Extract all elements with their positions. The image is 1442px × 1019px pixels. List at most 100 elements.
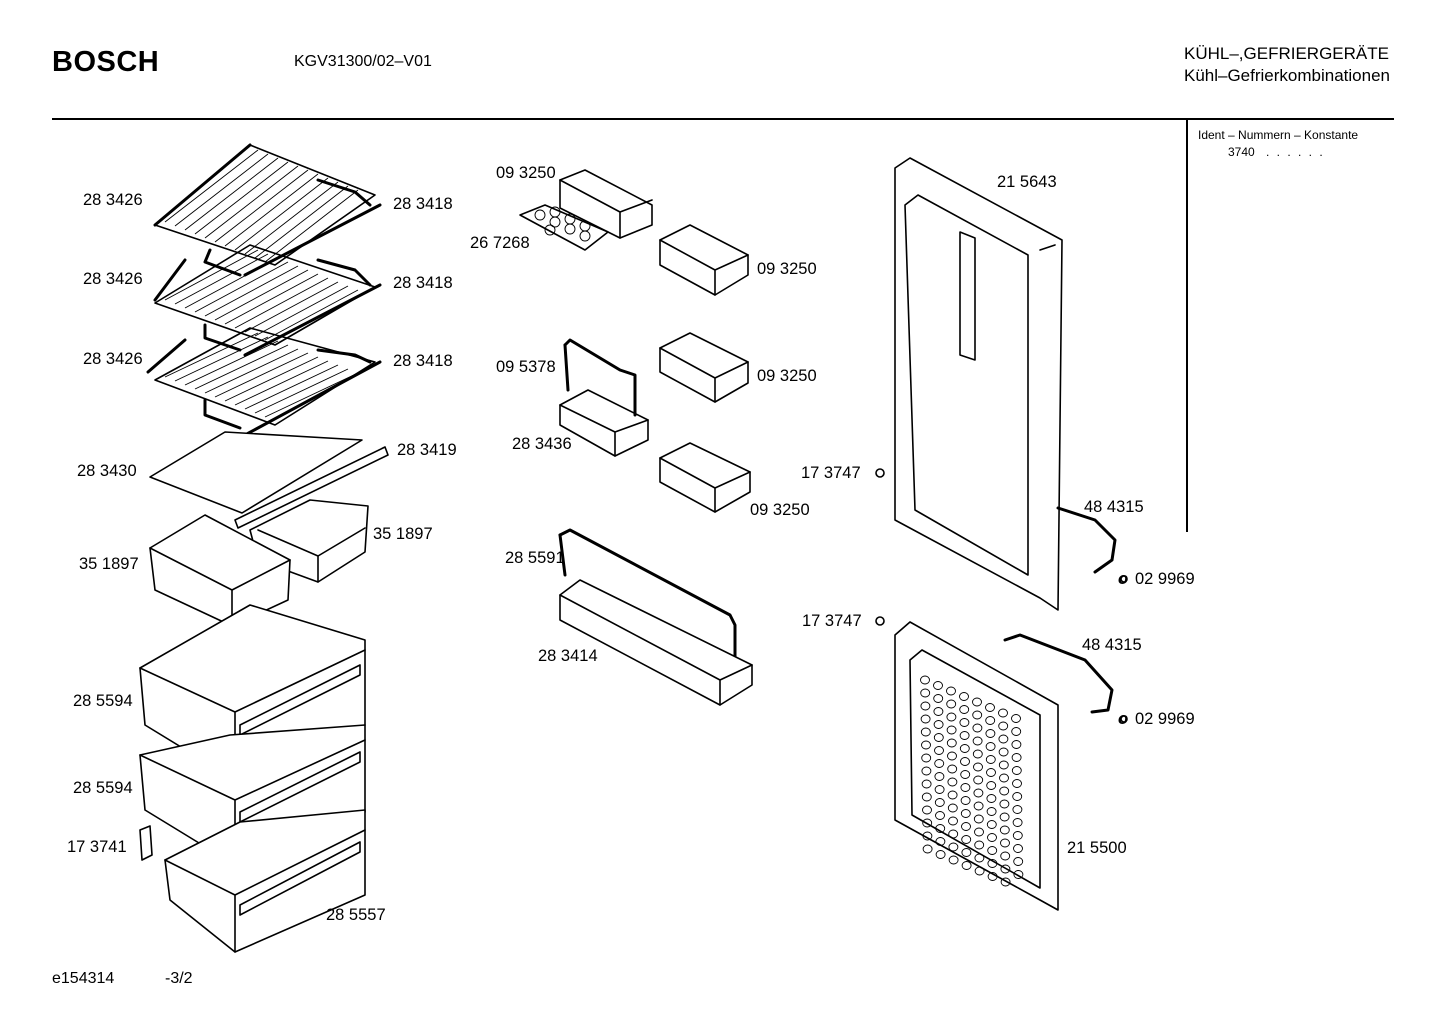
grid-cell — [999, 786, 1010, 796]
part-label: 28 3436 — [512, 435, 572, 453]
part-label: 28 3426 — [83, 350, 143, 368]
wire-shelf-1 — [153, 143, 382, 277]
grid-cell — [1012, 831, 1023, 840]
part-label: 17 3747 — [802, 612, 862, 630]
grid-cell — [959, 705, 970, 714]
part-label: 48 4315 — [1082, 636, 1142, 654]
grid-cell — [974, 866, 985, 876]
grid-cell — [934, 798, 945, 807]
bottle-rail-large — [558, 528, 737, 682]
grid-cell — [987, 859, 998, 868]
grid-cell — [948, 842, 959, 852]
model-number: KGV31300/02–V01 — [294, 53, 432, 70]
part-label: 21 5500 — [1067, 839, 1127, 857]
grid-cell — [972, 723, 983, 733]
grid-cell — [933, 694, 944, 703]
grid-cell — [935, 811, 945, 820]
grid-cell — [1012, 818, 1023, 827]
door-bin-2 — [659, 224, 749, 296]
part-label: 28 5557 — [326, 906, 386, 924]
part-label: 48 4315 — [1084, 498, 1144, 516]
grid-cell — [946, 712, 957, 722]
freezer-door-grid — [920, 675, 1024, 887]
grid-cell — [985, 729, 996, 738]
grid-cell — [960, 783, 971, 792]
drawing-id: e154314 — [52, 970, 115, 987]
grid-cell — [946, 686, 956, 696]
crisper-small-left — [149, 514, 291, 627]
grid-cell — [934, 759, 945, 768]
part-label: 09 3250 — [496, 164, 556, 182]
grid-cell — [972, 749, 983, 759]
grid-cell — [1000, 864, 1011, 874]
part-label: 21 5643 — [997, 173, 1057, 191]
page-number: -3/2 — [165, 970, 193, 987]
grid-cell — [959, 692, 969, 701]
ident-dots: . . . . . . — [1266, 145, 1325, 159]
grid-cell — [974, 853, 985, 863]
grid-cell — [1013, 857, 1024, 866]
sub-marker: o — [1118, 570, 1129, 588]
grid-cell — [921, 740, 931, 750]
grid-cell — [999, 825, 1010, 835]
hinge-screw-2 — [875, 616, 885, 626]
grid-cell — [1012, 779, 1022, 788]
grid-cell — [959, 744, 970, 753]
part-label: 02 9969 — [1135, 710, 1195, 728]
grid-cell — [998, 747, 1009, 757]
grid-cell — [922, 818, 933, 828]
part-label: 28 5594 — [73, 779, 133, 797]
grid-cell — [948, 816, 958, 826]
door-bin-4 — [559, 389, 649, 457]
grid-cell — [985, 703, 995, 712]
grid-cell — [1000, 877, 1011, 887]
part-label: 09 3250 — [757, 367, 817, 385]
grid-cell — [973, 788, 984, 798]
grid-cell — [920, 675, 930, 685]
grid-cell — [986, 820, 997, 829]
part-label: 17 3747 — [801, 464, 861, 482]
grid-cell — [921, 779, 932, 789]
grid-cell — [972, 697, 982, 707]
grid-cell — [933, 681, 943, 690]
grid-cell — [946, 738, 957, 748]
grid-cell — [973, 775, 984, 785]
part-label: 35 1897 — [373, 525, 433, 543]
door-handle-lower — [1003, 633, 1114, 714]
grid-cell — [922, 805, 932, 815]
grid-cell — [933, 733, 944, 742]
grid-cell — [1011, 740, 1022, 749]
grid-cell — [922, 831, 933, 841]
grid-cell — [972, 736, 983, 746]
grid-cell — [1011, 714, 1021, 723]
part-label: 09 3250 — [757, 260, 817, 278]
grid-cell — [985, 742, 996, 751]
part-label: 17 3741 — [67, 838, 127, 856]
part-label: 28 3414 — [538, 647, 598, 665]
grid-cell — [986, 794, 997, 803]
grid-cell — [1013, 844, 1023, 853]
grid-cell — [1013, 870, 1024, 879]
grid-cell — [1012, 805, 1023, 814]
grid-cell — [921, 753, 932, 763]
grid-cell — [934, 785, 945, 794]
part-label: 28 3418 — [393, 352, 453, 370]
grid-cell — [986, 781, 997, 790]
door-handle-upper — [1056, 506, 1117, 574]
grid-cell — [934, 772, 945, 781]
grid-cell — [998, 760, 1009, 770]
grid-cell — [1011, 753, 1022, 762]
grid-cell — [974, 840, 985, 850]
grid-cell — [947, 803, 958, 813]
grid-cell — [960, 809, 971, 818]
grid-cell — [947, 764, 958, 774]
grid-cell — [921, 792, 932, 802]
grid-cell — [948, 829, 959, 839]
wire-shelf-3 — [146, 327, 382, 437]
header-divider — [52, 118, 1394, 120]
grid-cell — [946, 699, 957, 709]
grid-cell — [920, 714, 931, 724]
grid-cell — [959, 718, 970, 727]
grid-cell — [974, 827, 984, 837]
